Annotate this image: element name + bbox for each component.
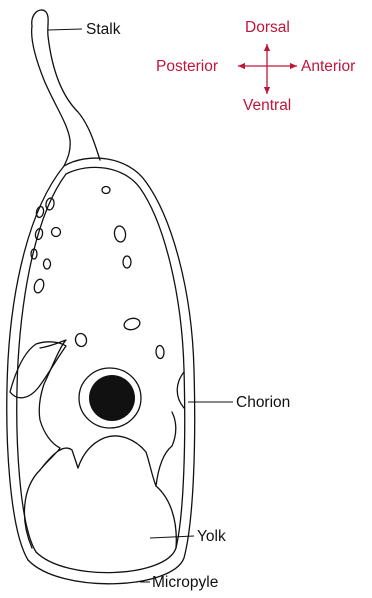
orientation-compass: Dorsal Ventral Posterior Anterior — [156, 19, 355, 114]
nucleus — [89, 375, 135, 421]
label-anterior: Anterior — [301, 58, 355, 75]
yolk-outline — [24, 470, 176, 548]
label-yolk: Yolk — [197, 528, 226, 545]
label-ventral: Ventral — [243, 97, 291, 114]
stalk-leader — [48, 29, 82, 30]
label-dorsal: Dorsal — [245, 19, 290, 36]
yolk-leader — [150, 536, 194, 538]
label-micropyle: Micropyle — [152, 574, 218, 591]
chorion-ridge — [177, 372, 184, 408]
label-chorion: Chorion — [236, 394, 290, 411]
label-posterior: Posterior — [156, 58, 218, 75]
inner-membrane — [17, 167, 185, 572]
chorion-outer — [7, 158, 195, 584]
granules — [31, 187, 164, 359]
label-stalk: Stalk — [86, 21, 121, 38]
